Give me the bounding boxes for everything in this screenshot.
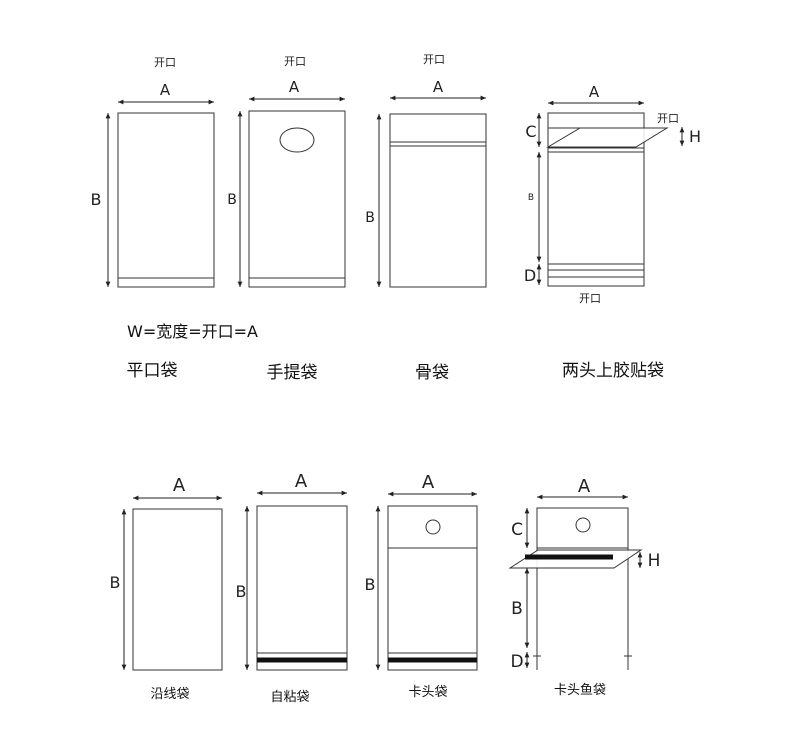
width-label: A	[422, 472, 435, 493]
opening-label: 开口	[657, 112, 679, 125]
handle-bag-name: 手提袋	[267, 363, 318, 383]
h-label: H	[648, 551, 661, 571]
opening-label: 开口	[284, 55, 306, 68]
self-adhesive-bag-name: 自粘袋	[270, 690, 309, 705]
handle-bag-diagram: 开口 A B	[227, 55, 346, 288]
edge-seal-bag-name: 沿线袋	[150, 687, 189, 702]
hang-hole	[575, 517, 591, 533]
height-label: B	[236, 582, 247, 601]
d-label: D	[510, 652, 523, 672]
width-formula: W=宽度=开口=A	[127, 322, 258, 341]
bag-outline	[256, 505, 348, 671]
b-label: B	[511, 599, 523, 619]
height-label: B	[365, 210, 375, 226]
gusset-bag-name: 骨袋	[415, 363, 449, 383]
hang-hole	[425, 519, 441, 535]
bag-outline	[117, 112, 215, 288]
header-bag-diagram: A B 卡头袋	[365, 472, 478, 700]
handle-hole	[279, 127, 315, 153]
header-fish-bag-name: 卡头鱼袋	[554, 682, 606, 698]
c-label: C	[511, 520, 523, 540]
flat-bag-name: 平口袋	[127, 361, 178, 381]
width-label: A	[578, 476, 591, 497]
width-label: A	[433, 78, 444, 96]
width-label: A	[295, 471, 308, 492]
double-tape-bag-name: 两头上胶贴袋	[562, 361, 664, 381]
header-bag-name: 卡头袋	[408, 685, 447, 700]
height-label: B	[91, 190, 102, 209]
width-label: A	[589, 83, 600, 101]
open-flap	[546, 127, 669, 148]
self-adhesive-bag-diagram: A B 自粘袋	[236, 471, 348, 705]
header-fish-bag-diagram: A C B D H 卡头鱼袋	[508, 476, 661, 698]
bag-outline	[536, 507, 629, 670]
h-label: H	[689, 127, 701, 146]
width-label: A	[160, 81, 171, 99]
bag-outline	[132, 508, 223, 671]
d-label: D	[524, 266, 536, 285]
edge-seal-bag-diagram: A B 沿线袋	[110, 475, 223, 702]
opening-label: 开口	[579, 292, 601, 305]
flat-bag-diagram: 开口 A B	[91, 56, 215, 288]
height-label: B	[227, 192, 237, 208]
b-label: B	[528, 193, 534, 203]
width-label: A	[173, 475, 186, 496]
height-label: B	[110, 573, 121, 592]
opening-label: 开口	[154, 56, 176, 69]
height-label: B	[365, 575, 376, 594]
double-tape-bag-diagram: A C B D H 开口 开口	[524, 83, 701, 305]
bag-outline	[389, 113, 487, 288]
c-label: C	[525, 122, 536, 141]
gusset-bag-diagram: 开口 A B	[365, 53, 487, 288]
opening-label: 开口	[423, 53, 445, 66]
width-label: A	[289, 78, 300, 96]
